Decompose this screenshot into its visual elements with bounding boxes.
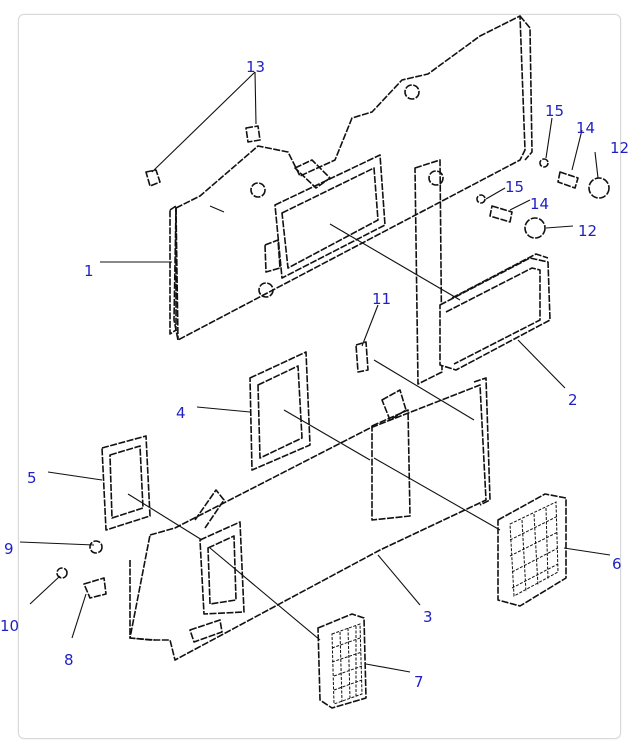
callout-9: 9 xyxy=(4,540,14,558)
callout-11: 11 xyxy=(372,290,391,308)
callout-14-lower: 14 xyxy=(530,195,549,213)
leader-lines xyxy=(19,71,611,673)
callout-2: 2 xyxy=(568,391,578,409)
lower-panel xyxy=(129,377,491,661)
grille-part-6 xyxy=(497,493,567,607)
callout-10: 10 xyxy=(0,617,19,635)
callout-labels: 1 2 3 4 5 6 7 8 9 10 11 12 12 13 14 14 1… xyxy=(0,58,629,691)
grille-part-7 xyxy=(317,613,367,709)
upper-panel xyxy=(169,15,533,385)
lens-panel xyxy=(439,253,551,371)
callout-5: 5 xyxy=(27,469,37,487)
small-hardware xyxy=(56,125,610,599)
callout-6: 6 xyxy=(612,555,622,573)
callout-15-upper: 15 xyxy=(545,102,564,120)
callout-15-lower: 15 xyxy=(505,178,524,196)
frame-part-4 xyxy=(249,351,311,471)
callout-4: 4 xyxy=(176,404,186,422)
callout-13: 13 xyxy=(246,58,265,76)
callout-3: 3 xyxy=(423,608,433,626)
callout-14-upper: 14 xyxy=(576,119,595,137)
callout-8: 8 xyxy=(64,651,74,669)
callout-7: 7 xyxy=(414,673,424,691)
callout-12-upper: 12 xyxy=(610,139,629,157)
callout-12-lower: 12 xyxy=(578,222,597,240)
callout-1: 1 xyxy=(84,262,94,280)
frame-part-5 xyxy=(101,435,151,531)
